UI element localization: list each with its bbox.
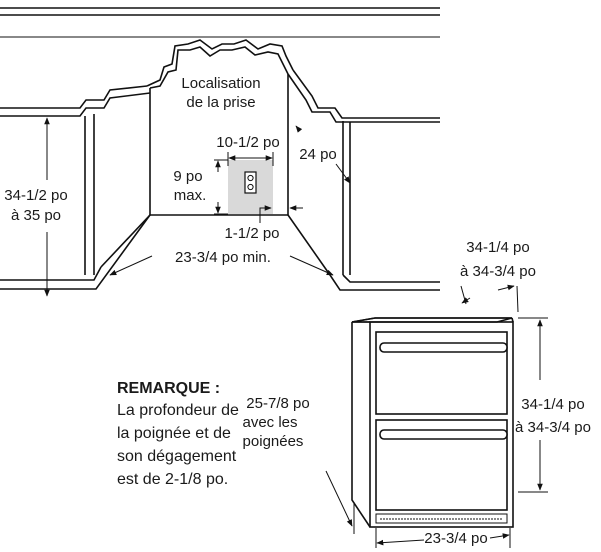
outlet-width-label: 10-1/2 po [216, 134, 279, 151]
handle-depth-label-2: avec les [242, 414, 297, 431]
outlet-location-label-1: Localisation [181, 75, 260, 92]
unit-depth-label-2: à 34-3/4 po [460, 263, 536, 280]
note-line-3: son dégagement [117, 448, 237, 465]
unit-height-label-1: 34-1/4 po [521, 396, 584, 413]
handle-depth-label-3: poignées [243, 433, 304, 450]
note-line-2: la poignée et de [117, 425, 231, 442]
depth-label: 24 po [299, 146, 337, 163]
outlet-location-label-2: de la prise [186, 94, 255, 111]
counter-height-label-2: à 35 po [11, 207, 61, 224]
appliance [351, 317, 514, 528]
outlet-dimensions [214, 152, 303, 223]
note-line-4: est de 2-1/8 po. [117, 471, 228, 488]
counter-height-label-1: 34-1/2 po [4, 187, 67, 204]
unit-width-label: 23-3/4 po [424, 530, 487, 547]
appliance-dimensions [325, 284, 548, 548]
unit-depth-label-1: 34-1/4 po [466, 239, 529, 256]
depth-dimension [295, 125, 351, 184]
outlet [228, 160, 273, 214]
note-title: REMARQUE : [117, 380, 220, 397]
outlet-height-label-2: max. [174, 187, 207, 204]
outlet-offset-label: 1-1/2 po [224, 225, 279, 242]
cabinet-opening [0, 39, 440, 291]
outlet-height-label-1: 9 po [173, 168, 202, 185]
header-rules [0, 7, 440, 38]
handle-depth-label-1: 25-7/8 po [246, 395, 309, 412]
unit-height-label-2: à 34-3/4 po [515, 419, 591, 436]
opening-width-label: 23-3/4 po min. [175, 249, 271, 266]
opening-width-dimension [109, 255, 334, 276]
note-line-1: La profondeur de [117, 402, 239, 419]
